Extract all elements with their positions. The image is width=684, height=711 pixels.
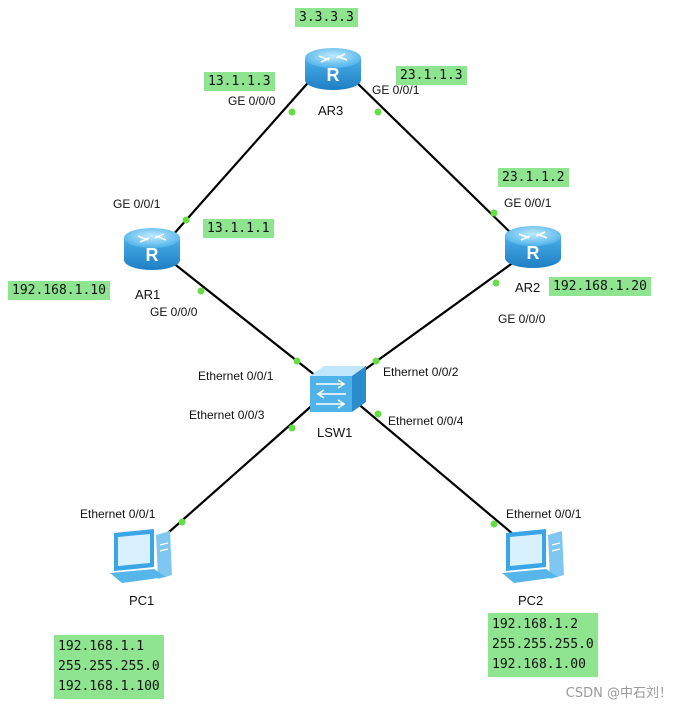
link-ar2-lsw1 [355,261,515,377]
ar3-ge000-address: 13.1.1.3 [204,72,275,91]
ar1-ge001-port-label: GE 0/0/1 [113,197,161,211]
pc2-gateway: 192.168.1.00 [492,657,586,672]
pc2-mask: 255.255.255.0 [492,637,594,652]
lsw-eth3-port-label: Ethernet 0/0/3 [189,408,265,422]
ar2-ge000-address: 192.168.1.20 [549,277,651,296]
svg-text:R: R [527,243,540,263]
router-icon[interactable]: R [305,48,361,90]
pc1-eth-port-label: Ethernet 0/0/1 [80,507,156,521]
pc1-mask: 255.255.255.0 [58,659,160,674]
ar3-loopback-address: 3.3.3.3 [295,8,358,27]
ar2-ge000-port-label: GE 0/0/0 [498,312,546,326]
ar1-ge000-port-label: GE 0/0/0 [150,305,198,319]
lsw1-device-name: LSW1 [317,425,353,440]
ar2-device-name: AR2 [515,280,541,295]
link-ar1-ar3 [171,75,315,237]
ar3-ge001-address: 23.1.1.3 [396,66,467,85]
link-lsw1-pc1 [159,401,317,541]
pc2-device-name: PC2 [518,593,544,608]
ar2-ge001-address: 23.1.1.2 [498,168,569,187]
port-dot [293,357,301,365]
pc1-device-name: PC1 [129,593,155,608]
link-ar3-ar2 [351,77,515,237]
pc2-address-block: 192.168.1.2 255.255.255.0 192.168.1.00 [488,613,598,677]
svg-text:R: R [146,245,159,265]
port-dot [178,518,186,526]
port-dot [182,216,190,224]
pc1-ip: 192.168.1.1 [58,639,145,654]
router-icon[interactable]: R [505,226,561,268]
pc1-gateway: 192.168.1.100 [58,679,160,694]
port-dot [288,108,296,116]
pc2-ip: 192.168.1.2 [492,617,579,632]
port-dot [197,287,205,295]
ar3-ge001-port-label: GE 0/0/1 [372,83,420,97]
router-icon[interactable]: R [124,228,180,270]
pc2-eth-port-label: Ethernet 0/0/1 [506,507,582,521]
lsw-eth1-port-label: Ethernet 0/0/1 [198,369,274,383]
pc1-address-block: 192.168.1.1 255.255.255.0 192.168.1.100 [54,635,164,699]
port-dot [372,357,380,365]
port-dot [374,410,382,418]
pc-icon[interactable] [502,529,564,583]
link-lsw1-pc2 [355,401,521,541]
ar3-ge000-port-label: GE 0/0/0 [228,94,276,108]
link-ar1-lsw1 [171,261,317,377]
watermark: CSDN @中石刘！ [565,686,672,701]
ar1-ge000-address: 192.168.1.10 [8,281,110,300]
svg-text:R: R [327,65,340,85]
lsw-eth4-port-label: Ethernet 0/0/4 [388,414,464,428]
ar2-ge001-port-label: GE 0/0/1 [504,196,552,210]
pc-icon[interactable] [110,529,172,583]
switch-icon[interactable] [310,366,366,412]
lsw-eth2-port-label: Ethernet 0/0/2 [383,365,459,379]
port-dot [288,424,296,432]
ar1-device-name: AR1 [135,287,161,302]
port-dot [492,279,500,287]
port-dot [490,520,498,528]
ar3-device-name: AR3 [318,103,344,118]
port-dot [490,209,498,217]
port-dot [374,108,382,116]
ar1-ge001-address: 13.1.1.1 [203,219,274,238]
